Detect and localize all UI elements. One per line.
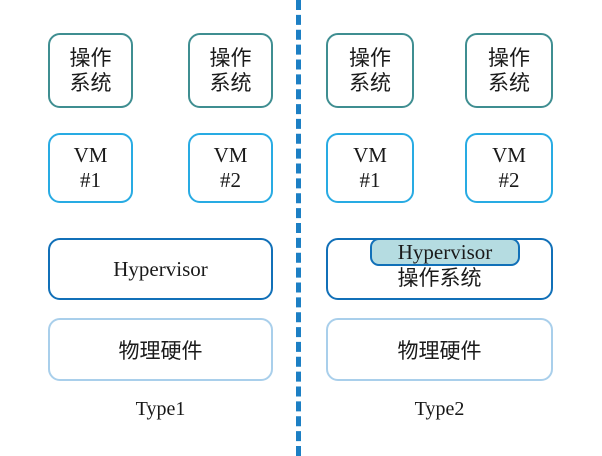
right-vm-box-1-line2: #1 [359, 168, 381, 192]
right-os-box-2-line1: 操作 [488, 45, 530, 70]
right-caption-type2: Type2 [326, 398, 553, 421]
right-os-box-1: 操作 系统 [326, 33, 414, 108]
right-hardware-box: 物理硬件 [326, 318, 553, 381]
right-vm-box-2: VM #2 [465, 133, 553, 203]
right-os-box-2: 操作 系统 [465, 33, 553, 108]
right-hardware-label: 物理硬件 [397, 338, 482, 363]
left-hypervisor-label: Hypervisor [113, 256, 208, 281]
right-hypervisor-badge: Hypervisor [370, 238, 520, 266]
left-vm-box-2-line1: VM [213, 143, 248, 168]
left-hardware-box: 物理硬件 [48, 318, 273, 381]
right-vm-box-1-line1: VM [353, 143, 387, 168]
left-vm-box-1-line2: #1 [80, 168, 101, 192]
right-vm-box-2-line2: #2 [498, 168, 520, 192]
right-caption-type2-text: Type2 [414, 398, 465, 420]
dashed-divider [296, 0, 301, 456]
right-os-box-1-line2: 系统 [349, 70, 391, 95]
left-caption-type1-text: Type1 [135, 398, 186, 420]
left-os-box-2-line1: 操作 [209, 45, 252, 70]
right-vm-box-1: VM #1 [326, 133, 414, 203]
left-vm-box-2-line2: #2 [220, 168, 241, 192]
left-os-box-1: 操作 系统 [48, 33, 133, 108]
left-vm-box-1-line1: VM [73, 143, 108, 168]
right-hypervisor-badge-label: Hypervisor [397, 239, 493, 264]
right-os-box-2-line2: 系统 [488, 70, 530, 95]
left-os-box-1-line2: 系统 [69, 70, 112, 95]
right-vm-box-2-line1: VM [492, 143, 526, 168]
right-host-os-label: 操作系统 [397, 266, 482, 290]
left-os-box-1-line1: 操作 [69, 45, 112, 70]
left-os-box-2: 操作 系统 [188, 33, 273, 108]
left-vm-box-1: VM #1 [48, 133, 133, 203]
left-caption-type1: Type1 [48, 398, 273, 421]
left-vm-box-2: VM #2 [188, 133, 273, 203]
left-hardware-label: 物理硬件 [118, 338, 203, 363]
left-hypervisor-box: Hypervisor [48, 238, 273, 300]
left-os-box-2-line2: 系统 [209, 70, 252, 95]
right-os-box-1-line1: 操作 [349, 45, 391, 70]
